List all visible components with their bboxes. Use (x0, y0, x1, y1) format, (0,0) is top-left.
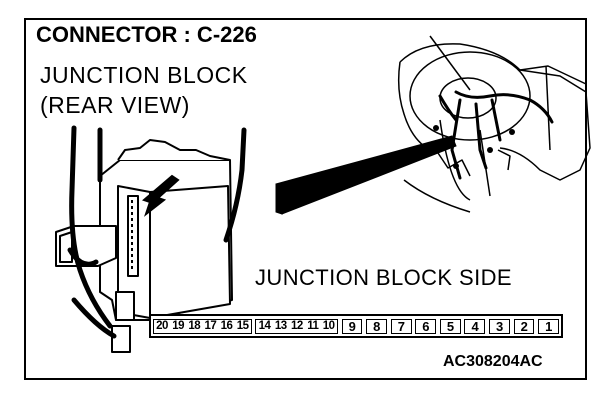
dashboard-drawing (397, 35, 591, 213)
pin-group: 2 (513, 319, 535, 334)
pin-number: 1 (545, 319, 552, 334)
pin-number: 16 (220, 320, 233, 332)
pin-number: 11 (307, 320, 319, 332)
pin-number: 8 (373, 319, 380, 334)
pin-group: 8 (366, 319, 387, 334)
pin-group: 6 (415, 319, 437, 334)
pin-group: 4 (464, 319, 486, 334)
pin-number: 2 (520, 319, 528, 334)
reference-code: AC308204AC (443, 353, 543, 370)
pin-number: 6 (422, 319, 430, 334)
rear-view-label: (REAR VIEW) (40, 92, 190, 118)
pin-number: 9 (348, 319, 356, 334)
wiring-harness (67, 125, 247, 339)
junction-block-drawing (55, 139, 233, 353)
pin-group: 5 (439, 319, 461, 334)
pin-group: 7 (390, 319, 412, 334)
pin-number: 15 (236, 320, 249, 332)
pin-number: 7 (397, 319, 405, 334)
pin-number: 12 (291, 320, 303, 332)
junction-block-label: JUNCTION BLOCK (40, 62, 248, 88)
dashboard-clips (433, 125, 515, 169)
pin-group: 3 (488, 319, 510, 334)
pin-number: 5 (446, 319, 454, 334)
connector-pointer-arrow (142, 174, 180, 217)
pin-number: 10 (322, 320, 335, 332)
pin-number: 19 (172, 320, 185, 332)
connector-title: CONNECTOR : C-226 (36, 22, 257, 47)
pin-number: 14 (258, 320, 271, 332)
pin-number: 17 (204, 320, 217, 332)
junction-block-side-label: JUNCTION BLOCK SIDE (255, 265, 512, 290)
pin-number: 4 (471, 319, 479, 334)
pin-group: 9 (341, 319, 363, 334)
pin-number: 3 (496, 319, 503, 334)
location-pointer-wedge (275, 135, 457, 215)
dashboard-harness (438, 90, 554, 180)
pin-number: 20 (156, 320, 168, 332)
pin-number: 13 (274, 320, 287, 332)
pin-number: 18 (188, 320, 201, 332)
pin-group: 1 (538, 319, 559, 334)
